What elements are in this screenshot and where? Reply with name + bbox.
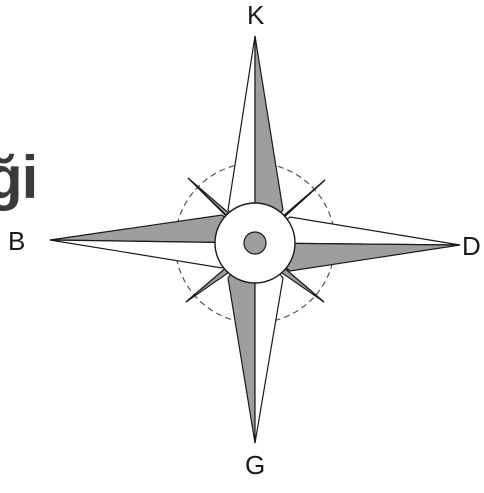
direction-label-west: B	[8, 228, 25, 254]
cut-off-title-fragment: ği	[0, 148, 37, 208]
direction-label-east: D	[462, 233, 481, 259]
direction-label-south: G	[245, 452, 265, 478]
direction-label-north: K	[247, 2, 264, 28]
center-dot	[244, 232, 266, 254]
